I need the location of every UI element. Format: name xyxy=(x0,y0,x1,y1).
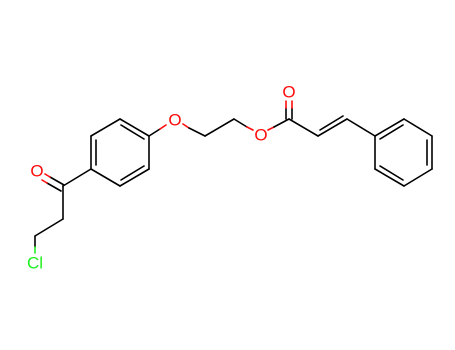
benzene-ring-left xyxy=(90,118,150,187)
bond xyxy=(403,168,433,187)
bond xyxy=(273,118,290,128)
bond xyxy=(41,179,48,184)
bond xyxy=(62,168,92,187)
bond xyxy=(34,218,64,237)
bond xyxy=(46,182,62,192)
bond xyxy=(159,124,167,130)
bond xyxy=(403,118,433,137)
bond xyxy=(49,176,65,186)
cinnamate-ester-group xyxy=(267,100,376,137)
bond xyxy=(90,118,121,137)
chloropropanoyl-group xyxy=(34,168,92,254)
bond xyxy=(374,168,405,187)
bond xyxy=(317,118,348,137)
ether-oxygen-label: O xyxy=(168,111,181,130)
bond xyxy=(204,118,235,137)
bond xyxy=(379,124,404,140)
bond xyxy=(120,124,145,140)
benzene-ring-right xyxy=(374,118,433,187)
bond xyxy=(44,173,51,178)
bond xyxy=(119,118,150,137)
bond xyxy=(267,126,275,131)
bond xyxy=(182,123,190,129)
bond xyxy=(120,165,145,181)
ethylene-glycol-linker xyxy=(148,118,254,137)
ester-oxygen-label: O xyxy=(254,126,267,145)
bond xyxy=(90,168,121,187)
chlorine-label: Cl xyxy=(27,254,43,273)
bond xyxy=(119,168,150,187)
bond xyxy=(374,118,405,137)
ketone-oxygen-label: O xyxy=(30,162,43,181)
carbonyl-oxygen-label: O xyxy=(282,83,295,102)
bond xyxy=(319,115,344,131)
bond xyxy=(148,128,161,137)
bond xyxy=(246,126,254,131)
bond xyxy=(233,118,248,128)
bond xyxy=(379,165,404,181)
bond xyxy=(188,127,206,137)
bond xyxy=(346,118,376,137)
bond xyxy=(288,118,319,137)
